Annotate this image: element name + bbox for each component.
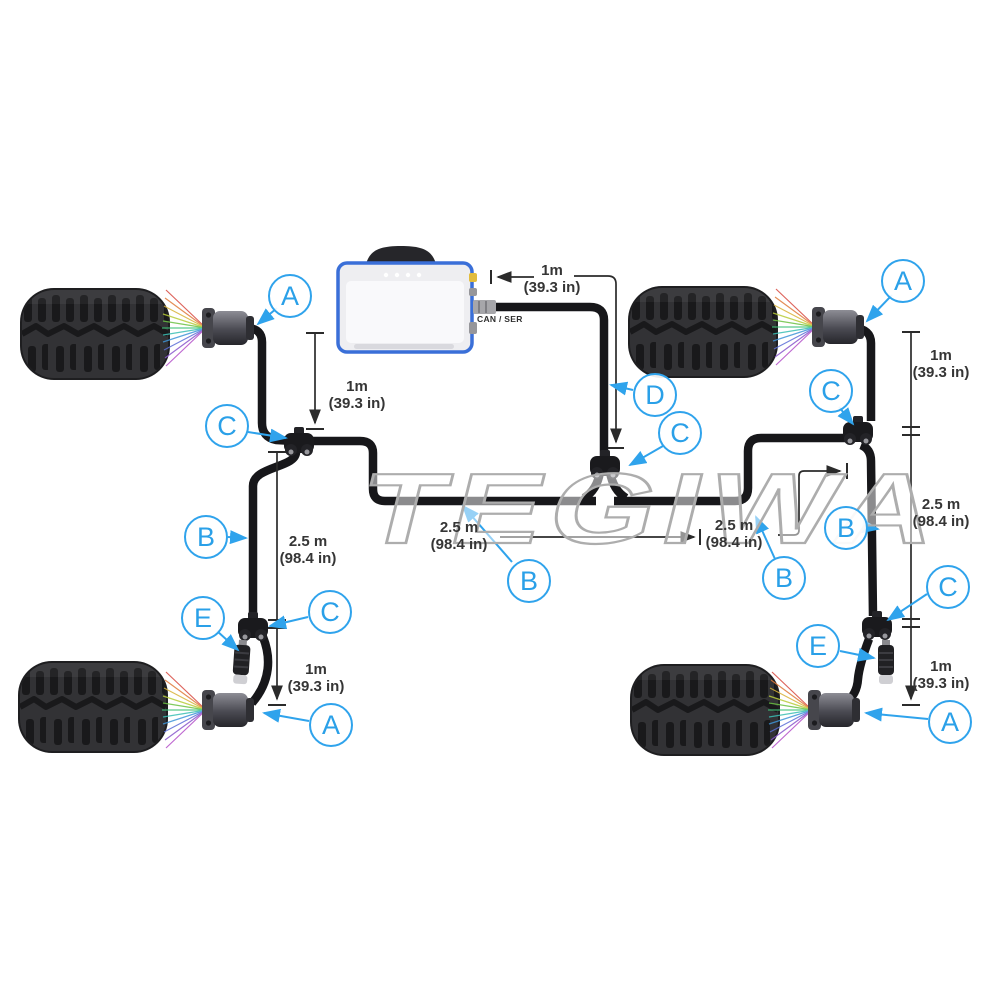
cable-b-right xyxy=(859,441,878,617)
dim-front-left-1m: 1m(39.3 in) xyxy=(328,378,386,412)
can-ser-plug xyxy=(473,300,496,314)
callout-letter: C xyxy=(217,410,237,441)
callout-c-rear-right: C xyxy=(926,565,970,609)
callout-a-front-right: A xyxy=(881,259,925,303)
callout-letter: B xyxy=(519,565,538,596)
callout-letter: A xyxy=(321,709,340,740)
sensor-rear-right xyxy=(808,690,860,730)
callout-d: D xyxy=(633,373,677,417)
dim-left-2-5m: 2.5 m(98.4 in) xyxy=(279,533,337,567)
callout-letter: C xyxy=(320,596,340,627)
t-junction-rear-left xyxy=(238,612,268,641)
tire-rear-left xyxy=(18,661,168,753)
dim-rear-left-1m: 1m(39.3 in) xyxy=(287,661,345,695)
tire-front-left xyxy=(20,288,170,380)
callout-letter: A xyxy=(280,280,299,311)
callout-letter: A xyxy=(893,265,912,296)
callout-e-left: E xyxy=(181,596,225,640)
cable-b-center-left xyxy=(306,436,596,506)
callout-a-front-left: A xyxy=(268,274,312,318)
callout-c-front-right: C xyxy=(809,369,853,413)
callout-leader-lines xyxy=(216,294,929,723)
tire-rear-right xyxy=(630,664,780,756)
control-unit xyxy=(336,246,496,354)
callout-b-right: B xyxy=(824,506,868,550)
callout-letter: C xyxy=(938,571,958,602)
callout-letter: B xyxy=(836,512,855,543)
tire-front-right xyxy=(628,286,778,378)
dim-right-2-5m: 2.5 m(98.4 in) xyxy=(912,496,970,530)
callout-letter: B xyxy=(774,562,793,593)
cable-a-front-right xyxy=(853,323,876,421)
callout-e-right: E xyxy=(796,624,840,668)
rainbow-rays-rear-left xyxy=(161,671,207,749)
sensor-front-left xyxy=(202,308,254,348)
cable-b-left xyxy=(248,450,301,618)
rainbow-rays-front-right xyxy=(771,288,817,366)
sensor-front-right xyxy=(812,307,864,347)
dim-center-right-2-5m: 2.5 m(98.4 in) xyxy=(705,517,763,551)
cable-b-center-right xyxy=(614,433,850,506)
cable-a-rear-left xyxy=(248,635,273,706)
cable-harness xyxy=(247,302,878,707)
callout-letter: C xyxy=(670,417,690,448)
cable-d-can-ser xyxy=(496,302,609,460)
dim-cable-d-1m: 1m(39.3 in) xyxy=(523,262,581,296)
dimension-lines xyxy=(268,270,920,706)
callout-letter: A xyxy=(940,706,959,737)
terminator-right xyxy=(877,639,895,685)
sensor-rear-left xyxy=(202,690,254,730)
callout-b-left: B xyxy=(184,515,228,559)
callout-letter: E xyxy=(193,602,212,633)
callout-b-center-right: B xyxy=(762,556,806,600)
cable-a-front-left xyxy=(247,323,295,446)
dim-center-left-2-5m: 2.5 m(98.4 in) xyxy=(430,519,488,553)
can-ser-port-label: CAN / SER xyxy=(477,314,523,324)
callout-c-rear-left: C xyxy=(308,590,352,634)
callout-c-center: C xyxy=(658,411,702,455)
dim-rear-right-1m: 1m(39.3 in) xyxy=(912,658,970,692)
t-junction-front-left xyxy=(284,427,314,456)
callout-b-center-left: B xyxy=(507,559,551,603)
callout-letter: B xyxy=(196,521,215,552)
callout-letter: C xyxy=(821,375,841,406)
callout-a-rear-left: A xyxy=(309,703,353,747)
device-yellow-connector xyxy=(469,273,477,282)
t-junction-rear-right xyxy=(862,611,892,640)
callout-letter: E xyxy=(808,630,827,661)
callout-c-front-left: C xyxy=(205,404,249,448)
callout-letter: D xyxy=(645,379,665,410)
callout-a-rear-right: A xyxy=(928,700,972,744)
dim-front-right-1m: 1m(39.3 in) xyxy=(912,347,970,381)
